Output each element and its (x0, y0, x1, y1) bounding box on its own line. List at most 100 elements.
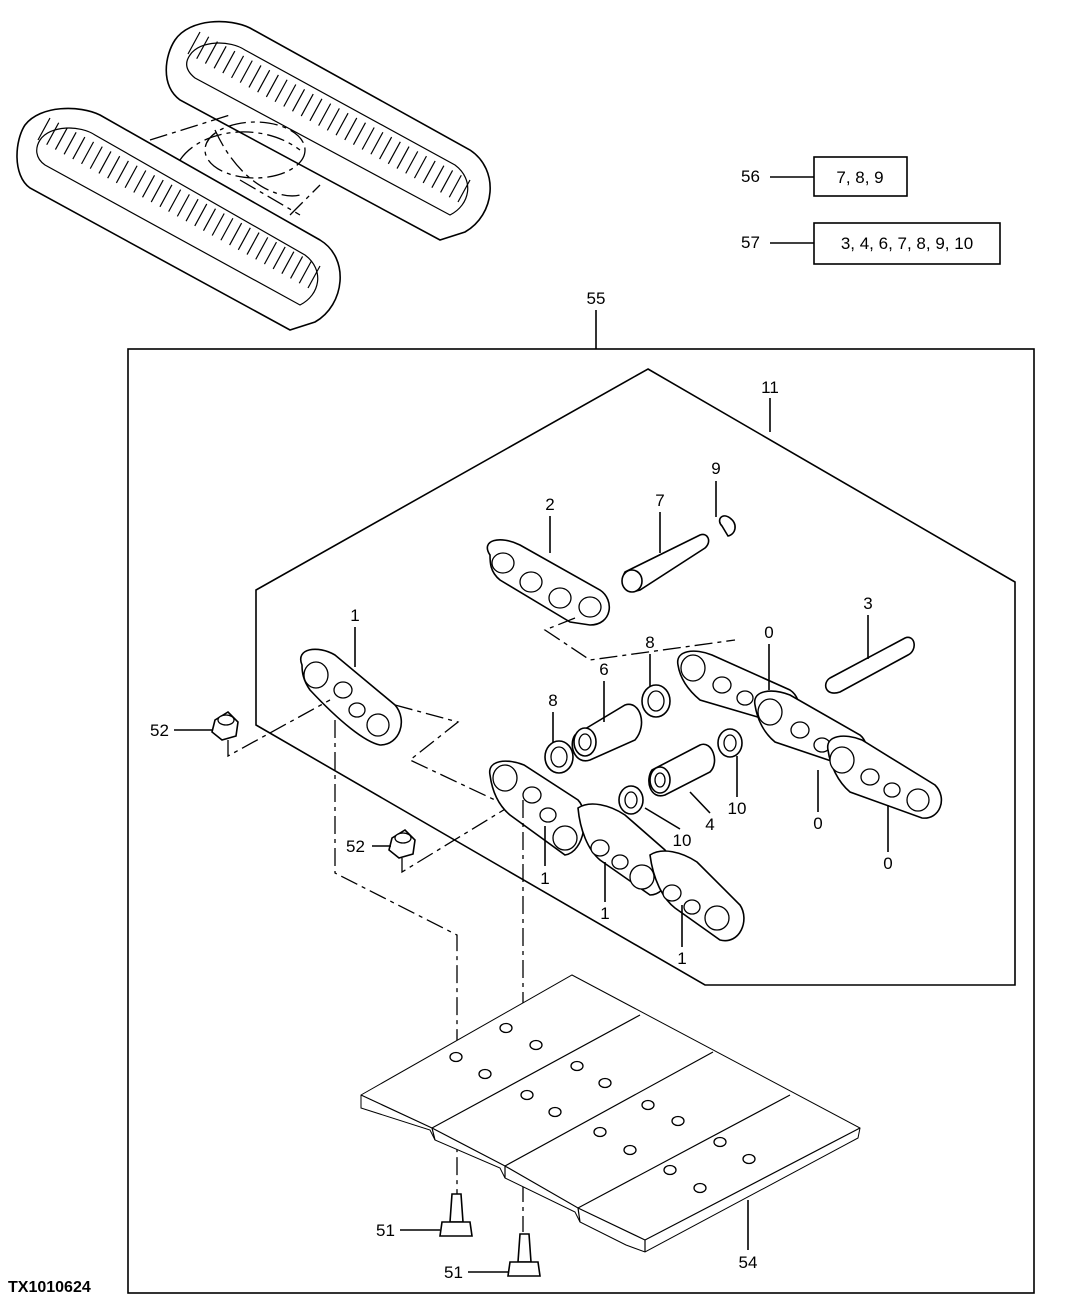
tread-rib (63, 132, 77, 155)
track-treads-front (37, 117, 321, 289)
tread-rib (89, 146, 103, 169)
reference-box-57: 57 3, 4, 6, 7, 8, 9, 10 (741, 222, 1001, 265)
seal-8-left: 8 (544, 691, 574, 774)
bolt-hole (623, 1144, 637, 1156)
tread-rib (98, 151, 112, 174)
callout-4: 4 (705, 815, 714, 834)
tread-rib (176, 194, 190, 217)
tread-rib (150, 179, 164, 203)
bolt-51-a: 51 (376, 1193, 473, 1240)
tread-rib (307, 265, 321, 289)
tread-rib (246, 232, 260, 255)
tread-rib (196, 36, 210, 60)
tread-rib (54, 127, 68, 150)
callout-8-right: 8 (645, 633, 654, 652)
callout-1-a: 1 (540, 869, 549, 888)
tread-rib (81, 141, 95, 165)
nut-52-lower: 52 (346, 799, 521, 874)
track-links-1-lower: 1 1 1 (489, 760, 745, 968)
tread-rib (265, 74, 279, 98)
tread-rib (211, 213, 225, 236)
tread-rib (255, 237, 269, 260)
tread-rib (257, 69, 271, 93)
tread-rib (379, 136, 393, 160)
bolt-hole (529, 1039, 543, 1051)
seal-10-low: 10 (618, 785, 691, 850)
nut-52-upper: 52 (150, 699, 331, 758)
callout-55: 55 (587, 289, 606, 308)
tread-rib (422, 160, 436, 184)
tread-rib (168, 189, 182, 212)
tread-rib (107, 155, 121, 179)
callout-57: 57 (741, 233, 760, 252)
callout-0-top: 0 (764, 623, 773, 642)
callout-51-a: 51 (376, 1221, 395, 1240)
tread-rib (263, 241, 277, 265)
box-56-contents: 7, 8, 9 (836, 168, 883, 187)
tread-rib (248, 65, 262, 88)
tread-rib (361, 127, 375, 150)
box-57-contents: 3, 4, 6, 7, 8, 9, 10 (841, 234, 973, 253)
callout-11: 11 (761, 378, 779, 397)
retainer-ring-9: 9 (711, 459, 736, 537)
tread-rib (290, 256, 304, 279)
bolt-51-b: 51 (444, 1233, 541, 1282)
callout-9: 9 (711, 459, 720, 478)
bushing-6: 6 (571, 660, 643, 762)
callout-8-left: 8 (548, 691, 557, 710)
track-treads-rear (187, 31, 471, 203)
bolt-hole (520, 1089, 534, 1101)
tread-rib (335, 112, 349, 136)
tread-rib (237, 227, 251, 251)
tread-rib (326, 108, 340, 131)
tread-rib (46, 122, 60, 146)
tread-rib (124, 165, 138, 189)
tread-rib (431, 165, 445, 188)
tread-rib (141, 175, 156, 198)
tread-rib (72, 136, 86, 160)
tread-rib (370, 131, 384, 155)
tread-rib (281, 251, 295, 274)
master-pin-7: 7 (621, 491, 710, 593)
callout-10-mid: 10 (728, 799, 747, 818)
tread-rib (274, 79, 288, 103)
callout-1-top: 1 (350, 606, 359, 625)
tread-rib (352, 122, 367, 145)
tread-rib (185, 198, 199, 222)
bolt-hole (663, 1164, 677, 1176)
master-link-2: 2 (486, 495, 736, 661)
bolt-hole (671, 1115, 685, 1127)
tread-rib (387, 141, 401, 165)
tread-rib (231, 55, 245, 79)
tread-rib (318, 103, 332, 126)
tread-rib (283, 84, 297, 107)
callout-0-right: 0 (883, 854, 892, 873)
callout-2: 2 (545, 495, 554, 514)
bolt-hole (548, 1106, 562, 1118)
bolt-hole (499, 1022, 513, 1034)
link-assembly-11: 11 (255, 368, 1016, 986)
seal-10-mid: 10 (717, 728, 747, 818)
tread-rib (239, 60, 253, 83)
tread-rib (202, 208, 217, 231)
track-links-0-right: 0 0 0 (677, 623, 943, 873)
tread-rib (222, 50, 236, 74)
tread-rib (213, 46, 227, 69)
shoe-bolt-holes (449, 1022, 756, 1194)
tread-rib (309, 98, 323, 122)
undercarriage-illustration (16, 20, 491, 331)
bolt-hole (713, 1136, 727, 1148)
bolt-hole (742, 1153, 756, 1165)
tread-rib (187, 31, 201, 55)
callout-54: 54 (739, 1253, 758, 1272)
bolt-hole (598, 1077, 612, 1089)
callout-1-c: 1 (677, 949, 686, 968)
tread-rib (448, 174, 462, 198)
callout-51-b: 51 (444, 1263, 463, 1282)
tread-rib (440, 170, 454, 193)
tread-rib (159, 184, 173, 208)
assembly-frame-55: 55 (127, 289, 1035, 1294)
tread-rib (405, 151, 419, 174)
track-link-1-left: 1 (299, 606, 496, 801)
